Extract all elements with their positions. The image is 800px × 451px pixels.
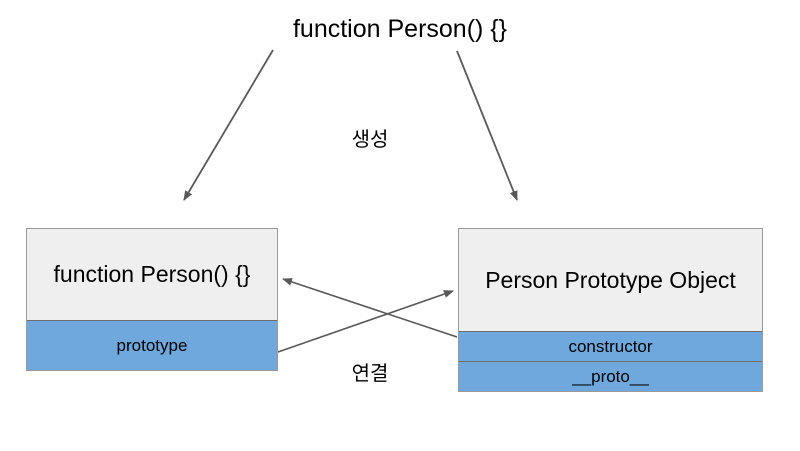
node-function-person-row-prototype[interactable]: prototype	[27, 320, 277, 370]
node-person-prototype-object-row-constructor[interactable]: constructor	[459, 331, 762, 361]
arrow-prototype-to-object	[277, 290, 454, 353]
page-title: function Person() {}	[292, 15, 507, 43]
node-function-person[interactable]: function Person() {} prototype	[26, 228, 278, 371]
arrow-constructor-to-function	[282, 278, 458, 338]
arrow-create-to-function	[183, 49, 274, 201]
node-function-person-header: function Person() {}	[27, 229, 277, 320]
node-person-prototype-object-header: Person Prototype Object	[459, 229, 762, 331]
node-person-prototype-object[interactable]: Person Prototype Object constructor __pr…	[458, 228, 763, 392]
arrow-create-to-prototype	[456, 50, 518, 201]
edge-label-create: 생성	[351, 129, 389, 151]
node-person-prototype-object-row-proto[interactable]: __proto__	[459, 361, 762, 391]
edge-label-link: 연결	[351, 363, 389, 385]
